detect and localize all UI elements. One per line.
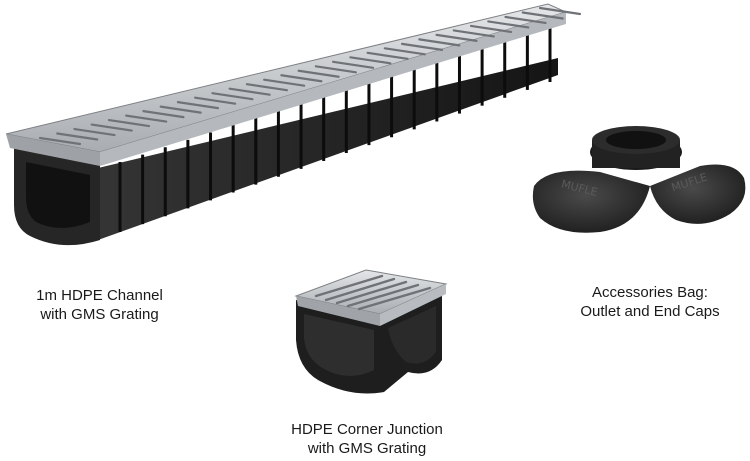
grating-slot <box>538 6 582 16</box>
accessories-caption-line1: Accessories Bag: <box>592 284 708 301</box>
grating-slot <box>297 69 340 78</box>
grating-slot <box>366 51 409 60</box>
grating-slot <box>176 101 220 110</box>
grating-slot <box>107 118 151 128</box>
accessories-caption-line2: Outlet and End Caps <box>580 303 720 320</box>
grating-slot <box>383 47 426 56</box>
grating-slot <box>90 123 133 132</box>
grating-slot <box>487 20 530 29</box>
grating-slot <box>73 127 116 137</box>
grating-slot <box>332 60 375 69</box>
grating-slot <box>245 83 288 92</box>
accessories-caption: Accessories Bag: Outlet and End Caps <box>560 283 740 321</box>
accessories-image: MUFLE MUFLE <box>532 126 746 233</box>
grating-slot <box>194 96 237 105</box>
grating-slot <box>159 105 202 114</box>
grating-slot <box>314 65 357 74</box>
grating-slot <box>349 56 392 65</box>
grating-slot <box>263 78 306 87</box>
corner-caption: HDPE Corner Junction with GMS Grating <box>262 420 472 458</box>
corner-caption-line2: with GMS Grating <box>307 440 427 457</box>
grating-slot <box>435 33 478 42</box>
grating-slot <box>280 74 323 83</box>
grating-slot <box>418 38 461 47</box>
grating-slot <box>400 42 444 51</box>
hdpe-channel-image <box>5 3 582 246</box>
grating-slot <box>211 92 254 101</box>
grating-slot <box>142 110 185 119</box>
corner-caption-line1: HDPE Corner Junction <box>291 421 443 438</box>
grating-slot <box>125 114 168 123</box>
grating-slot <box>56 132 99 141</box>
corner-junction-image <box>294 269 448 394</box>
channel-caption-line2: with GMS Grating <box>40 306 159 323</box>
grating-slot <box>469 24 513 34</box>
grating-slot <box>452 29 495 38</box>
grating-slot <box>38 136 82 146</box>
grating-slot <box>504 15 547 25</box>
grating-slot <box>228 87 271 96</box>
grating-slot <box>521 11 564 20</box>
channel-caption-line1: 1m HDPE Channel <box>36 287 163 304</box>
channel-caption: 1m HDPE Channel with GMS Grating <box>12 286 187 324</box>
